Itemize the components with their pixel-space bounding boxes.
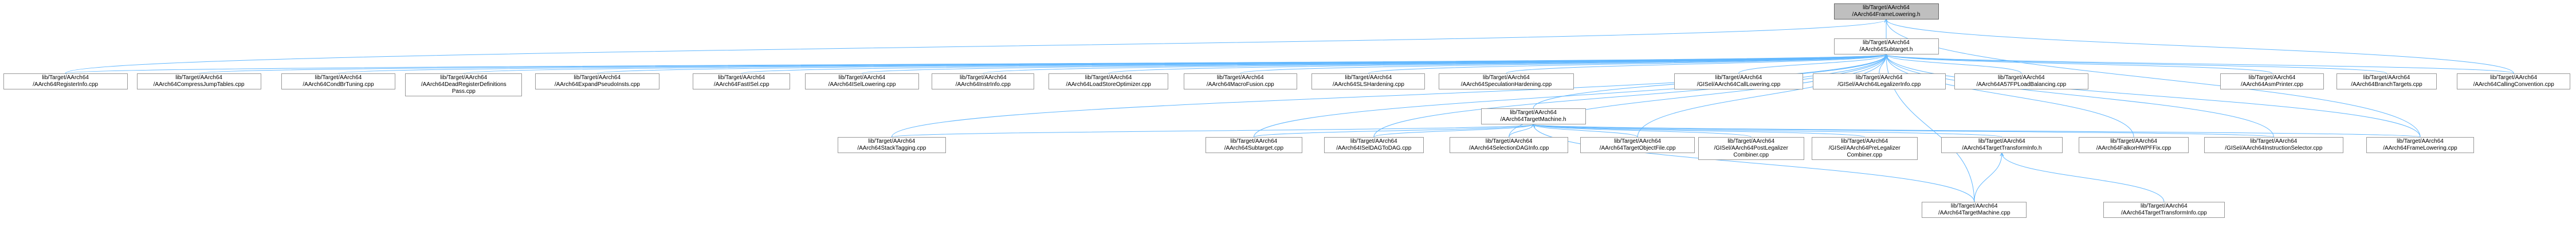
graph-node-row1-7[interactable]: lib/Target/AArch64 /AArch64InstrInfo.cpp bbox=[932, 73, 1035, 89]
graph-node-row3-1[interactable]: lib/Target/AArch64 /AArch64TargetTransfo… bbox=[2103, 202, 2225, 218]
edge-subtarget-row2-4 bbox=[1637, 54, 1887, 138]
graph-node-row1-12[interactable]: lib/Target/AArch64 /GISel/AArch64CallLow… bbox=[1674, 73, 1803, 89]
edge-subtarget-row2-1 bbox=[1253, 54, 1887, 138]
edge-root-framelowering-cpp-arrowhead bbox=[1884, 19, 1888, 23]
graph-node-target-machine-header[interactable]: lib/Target/AArch64 /AArch64TargetMachine… bbox=[1481, 108, 1586, 124]
graph-node-row3-0[interactable]: lib/Target/AArch64 /AArch64TargetMachine… bbox=[1922, 202, 2027, 218]
edge-subtarget-row1-8 bbox=[1108, 54, 1887, 74]
graph-node-row1-8[interactable]: lib/Target/AArch64 /AArch64LoadStoreOpti… bbox=[1048, 73, 1169, 89]
edge-tm-row2-10 bbox=[1533, 124, 2421, 138]
graph-node-row2-7[interactable]: lib/Target/AArch64 /AArch64TargetTransfo… bbox=[1941, 137, 2063, 153]
graph-node-row2-0[interactable]: lib/Target/AArch64 /AArch64StackTagging.… bbox=[838, 137, 946, 153]
graph-node-row1-9[interactable]: lib/Target/AArch64 /AArch64MacroFusion.c… bbox=[1183, 73, 1297, 89]
edge-tm-row2-1 bbox=[1253, 124, 1534, 138]
graph-node-row1-15[interactable]: lib/Target/AArch64 /AArch64AsmPrinter.cp… bbox=[2220, 73, 2324, 89]
edge-tm-row2-7 bbox=[1533, 124, 2002, 138]
graph-node-row1-14[interactable]: lib/Target/AArch64 /AArch64A57FPLoadBala… bbox=[1954, 73, 2088, 89]
graph-node-row2-3[interactable]: lib/Target/AArch64 /AArch64SelectionDAGI… bbox=[1449, 137, 1569, 153]
graph-node-row1-10[interactable]: lib/Target/AArch64 /AArch64SLSHardening.… bbox=[1311, 73, 1426, 89]
graph-node-root-header: lib/Target/AArch64 /AArch64FrameLowering… bbox=[1833, 3, 1939, 19]
graph-node-row2-5[interactable]: lib/Target/AArch64 /GISel/AArch64PostLeg… bbox=[1698, 137, 1804, 160]
edge-tm-targetmachine-cpp-arrowhead bbox=[1531, 124, 1536, 128]
graph-node-row1-1[interactable]: lib/Target/AArch64 /AArch64CompressJumpT… bbox=[136, 73, 261, 89]
edge-subtarget-row1-15 bbox=[1886, 54, 2273, 74]
graph-node-row1-4[interactable]: lib/Target/AArch64 /AArch64ExpandPseudoI… bbox=[535, 73, 659, 89]
edge-root-registerinfo bbox=[65, 19, 1887, 74]
edge-subtarget-row2-0 bbox=[891, 54, 1887, 138]
edge-subtarget-row1-2 bbox=[337, 54, 1887, 74]
edge-subtarget-row1-10 bbox=[1368, 54, 1887, 74]
graph-node-row1-5[interactable]: lib/Target/AArch64 /AArch64FastISel.cpp bbox=[693, 73, 791, 89]
graph-node-row1-0[interactable]: lib/Target/AArch64 /AArch64RegisterInfo.… bbox=[3, 73, 128, 89]
edge-tti-tti-cpp-arrowhead bbox=[2000, 153, 2004, 157]
graph-node-row1-6[interactable]: lib/Target/AArch64 /AArch64ISelLowering.… bbox=[805, 73, 919, 89]
edge-tm-row2-6 bbox=[1533, 124, 1865, 138]
graph-node-row1-13[interactable]: lib/Target/AArch64 /GISel/AArch64Legaliz… bbox=[1812, 73, 1946, 89]
edge-subtarget-row2-2 bbox=[1373, 54, 1887, 138]
graph-node-row2-9[interactable]: lib/Target/AArch64 /GISel/AArch64Instruc… bbox=[2204, 137, 2344, 153]
graph-node-row2-6[interactable]: lib/Target/AArch64 /GISel/AArch64PreLega… bbox=[1811, 137, 1918, 160]
graph-node-subtarget-header[interactable]: lib/Target/AArch64 /AArch64Subtarget.h bbox=[1833, 38, 1939, 54]
edge-root-callingconv bbox=[1886, 19, 2514, 74]
edge-subtarget-row1-16 bbox=[1886, 54, 2387, 74]
graph-node-row2-4[interactable]: lib/Target/AArch64 /AArch64TargetObjectF… bbox=[1580, 137, 1695, 153]
edge-subtarget-row1-17 bbox=[1886, 54, 2514, 74]
edge-subtarget-row1-12 bbox=[1738, 54, 1887, 74]
graph-node-row1-16[interactable]: lib/Target/AArch64 /AArch64BranchTargets… bbox=[2336, 73, 2437, 89]
graph-node-row1-2[interactable]: lib/Target/AArch64 /AArch64CondBrTuning.… bbox=[281, 73, 395, 89]
graph-node-row2-2[interactable]: lib/Target/AArch64 /AArch64ISelDAGToDAG.… bbox=[1324, 137, 1424, 153]
edge-tm-row2-2 bbox=[1373, 124, 1534, 138]
edge-tm-targetmachine-cpp bbox=[1533, 124, 1975, 202]
edge-subtarget-row1-5 bbox=[741, 54, 1887, 74]
graph-node-row2-8[interactable]: lib/Target/AArch64 /AArch64FalkorHWPFFix… bbox=[2078, 137, 2189, 153]
edge-tm-row2-0 bbox=[891, 124, 1534, 138]
edge-subtarget-row2-10 bbox=[1886, 54, 2421, 138]
edge-tti-tti-cpp bbox=[2001, 153, 2165, 202]
edge-subtarget-row1-11 bbox=[1506, 54, 1887, 74]
graph-node-row1-17[interactable]: lib/Target/AArch64 /AArch64CallingConven… bbox=[2457, 73, 2571, 89]
graph-node-row2-10[interactable]: lib/Target/AArch64 /AArch64FrameLowering… bbox=[2366, 137, 2475, 153]
edge-subtarget-row1-9 bbox=[1240, 54, 1887, 74]
graph-node-row1-3[interactable]: lib/Target/AArch64 /AArch64DeadRegisterD… bbox=[405, 73, 523, 96]
edge-subtarget-row1-3 bbox=[463, 54, 1887, 74]
edge-subtarget-row2-9 bbox=[1886, 54, 2274, 138]
graph-node-row1-11[interactable]: lib/Target/AArch64 /AArch64SpeculationHa… bbox=[1439, 73, 1574, 89]
edge-subtarget-row1-14 bbox=[1886, 54, 2022, 74]
edge-subtarget-row2-8 bbox=[1886, 54, 2134, 138]
graph-node-row2-1[interactable]: lib/Target/AArch64 /AArch64Subtarget.cpp bbox=[1205, 137, 1303, 153]
edge-subtarget-targetmachine-cpp-arrowhead bbox=[1884, 54, 1888, 58]
edge-tm-row2-5 bbox=[1533, 124, 1752, 138]
edge-tti-targetmachine-cpp bbox=[1974, 153, 2002, 202]
edge-tm-row2-4 bbox=[1533, 124, 1638, 138]
